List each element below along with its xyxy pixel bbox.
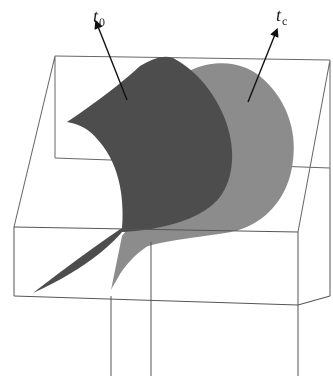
box-edge-back-left <box>14 56 55 227</box>
box-edge-front-bottom <box>14 296 298 305</box>
box-edge-back-right <box>298 60 330 232</box>
label-tc-sub: c <box>282 14 287 28</box>
stem-lines <box>111 242 298 376</box>
label-tc: tc <box>276 6 287 24</box>
arrow-t0 <box>97 24 127 100</box>
label-t0-main: t <box>93 6 98 26</box>
box-edge-back-top <box>55 56 330 60</box>
label-t0: t0 <box>93 7 105 25</box>
box-edge-bottom-right <box>298 296 330 305</box>
label-t0-sub: 0 <box>99 15 105 29</box>
label-tc-main: t <box>276 5 281 25</box>
